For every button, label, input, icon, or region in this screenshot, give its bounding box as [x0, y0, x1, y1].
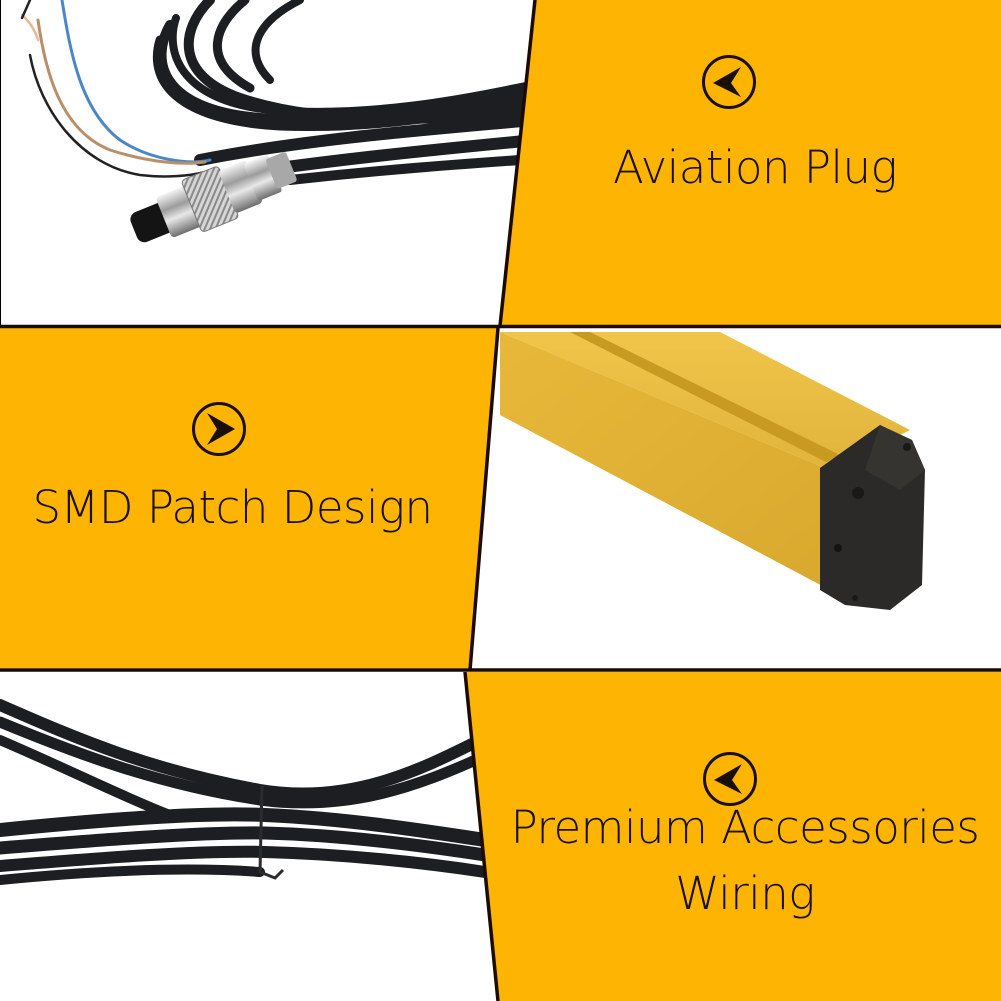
- panel-background-smd-patch: [0, 328, 498, 668]
- caption-premium-accessories-line1: Premium Accessories: [510, 801, 980, 854]
- arrow-left-circle-icon: [703, 752, 757, 806]
- photo-bundled-black-cables: [0, 672, 498, 1001]
- caption-smd-patch-design: SMD Patch Design: [32, 481, 433, 534]
- arrow-left-circle-icon: [702, 55, 756, 109]
- caption-premium-accessories-line2: Wiring: [675, 867, 815, 920]
- photo-aviation-connector-cable: [0, 0, 541, 325]
- arrow-right-circle-icon: [192, 402, 246, 456]
- photo-yellow-light-curtain-bar: [470, 328, 1001, 668]
- panel-background-aviation-plug: [500, 0, 1001, 325]
- panel-background-premium-accessories: [465, 672, 1001, 1001]
- caption-aviation-plug: Aviation Plug: [612, 141, 898, 194]
